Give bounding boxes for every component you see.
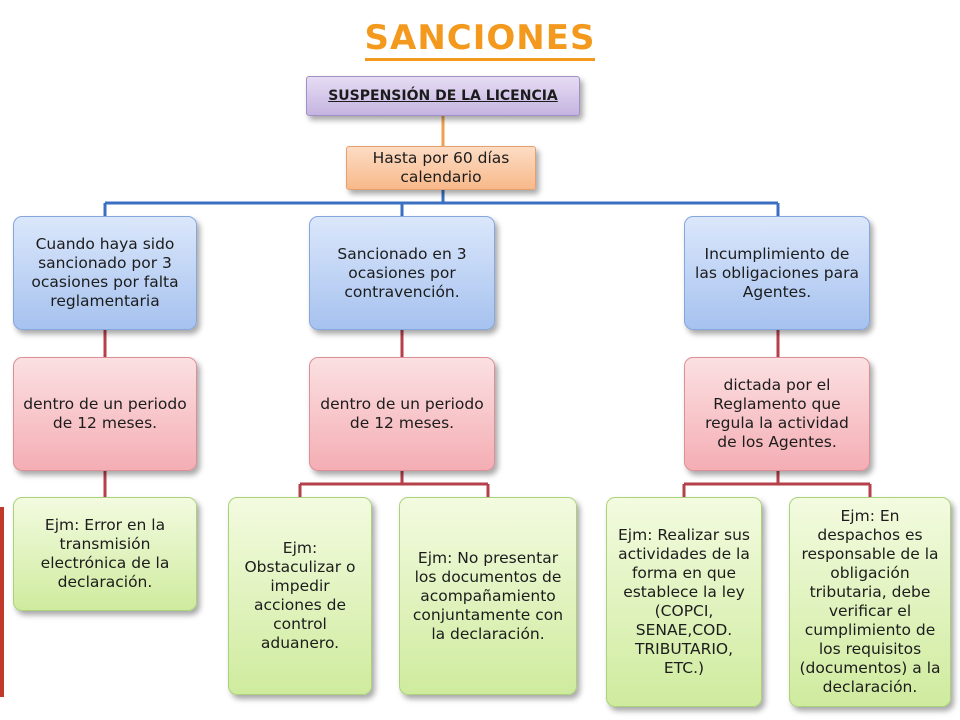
condition-node-3: dictada por el Reglamento que regula la … [684, 357, 870, 471]
diagram-title: SANCIONES [0, 18, 960, 61]
example-node-despachos: Ejm: En despachos es responsable de la o… [789, 497, 951, 707]
condition-node-1: dentro de un periodo de 12 meses. [13, 357, 197, 471]
left-edge-accent [0, 507, 4, 697]
example-node-ley: Ejm: Realizar sus actividades de la form… [606, 497, 762, 707]
example-node-obstaculizar: Ejm: Obstaculizar o impedir acciones de … [228, 497, 372, 695]
cause-node-contravencion: Sancionado en 3 ocasiones por contravenc… [309, 216, 495, 330]
cause-node-agentes: Incumplimiento de las obligaciones para … [684, 216, 870, 330]
duration-node: Hasta por 60 días calendario [346, 146, 536, 190]
example-node-transmision: Ejm: Error en la transmisión electrónica… [13, 497, 197, 611]
example-node-documentos: Ejm: No presentar los documentos de acom… [399, 497, 577, 695]
cause-node-reglamentaria: Cuando haya sido sancionado por 3 ocasio… [13, 216, 197, 330]
root-node-suspension: SUSPENSIÓN DE LA LICENCIA [306, 76, 580, 116]
condition-node-2: dentro de un periodo de 12 meses. [309, 357, 495, 471]
